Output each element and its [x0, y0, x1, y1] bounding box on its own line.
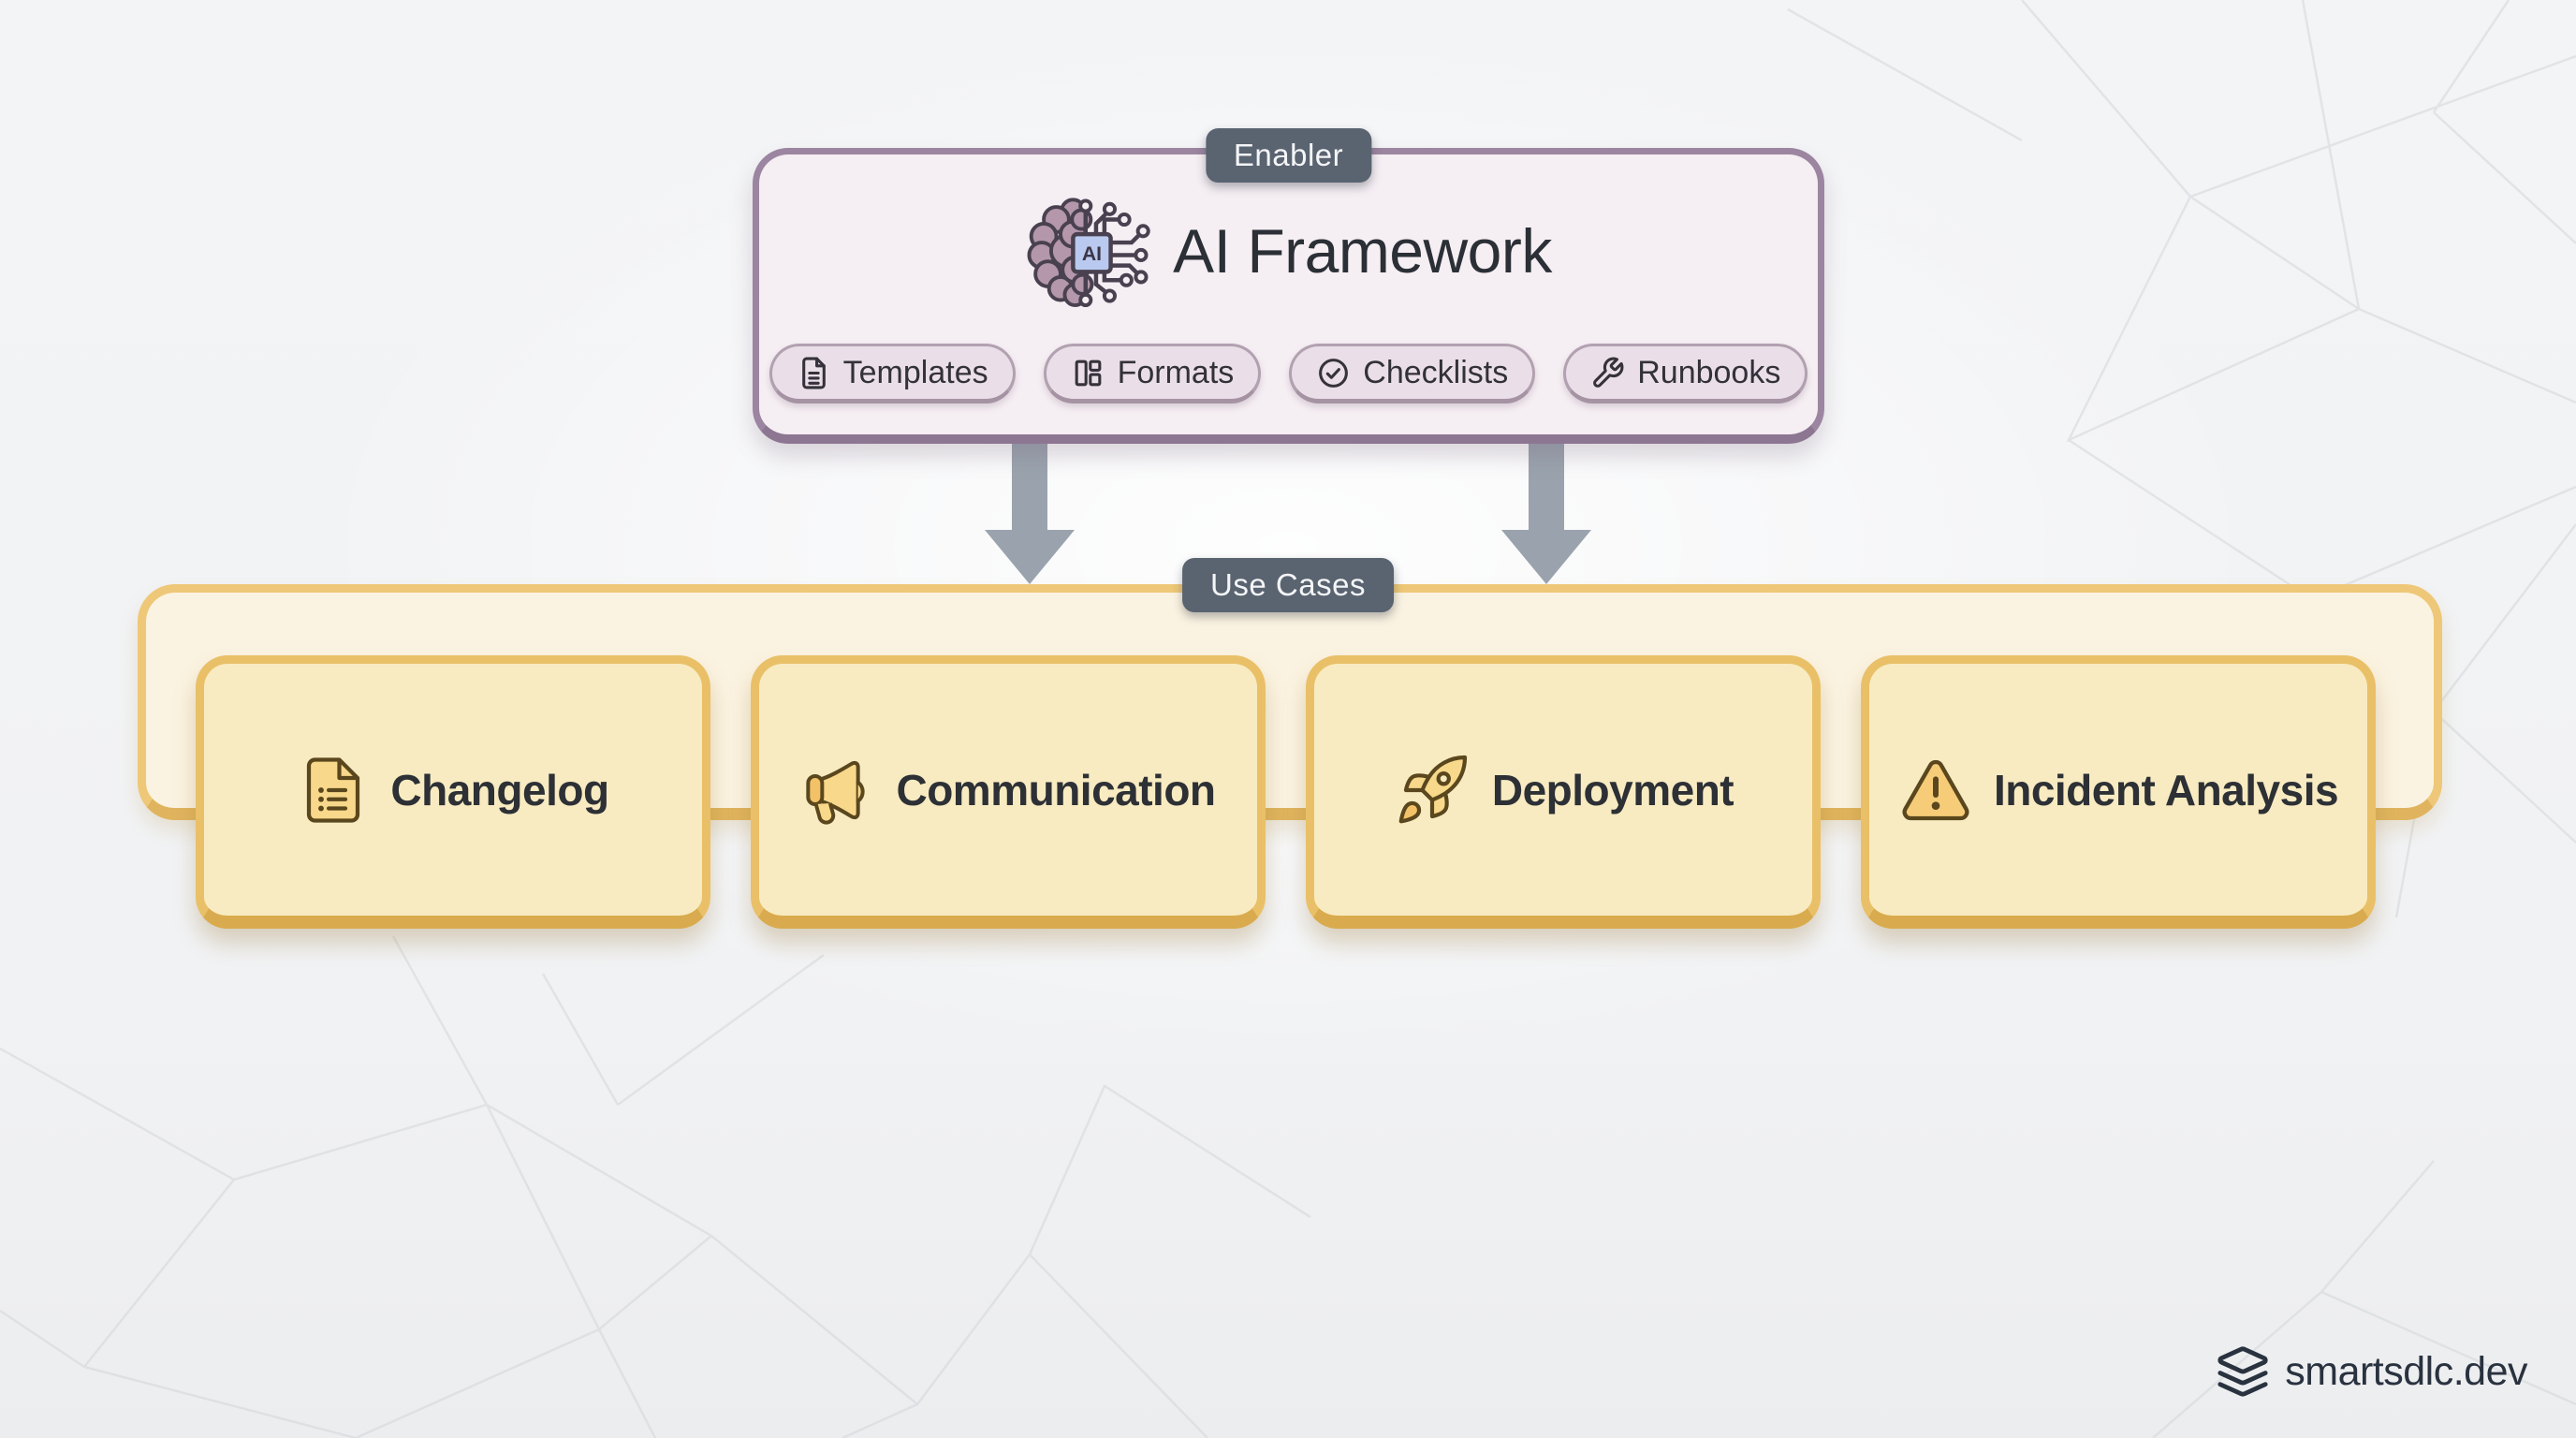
use-cases-badge: Use Cases — [1182, 558, 1394, 612]
file-text-icon — [801, 357, 826, 389]
brand-footer: smartsdlc.dev — [2216, 1344, 2527, 1399]
down-arrow-right — [1501, 442, 1591, 586]
tag-runbooks: Runbooks — [1563, 344, 1808, 404]
arrow-head — [985, 530, 1075, 584]
ai-brain-chip-icon: AI — [1027, 198, 1150, 308]
arrow-head — [1501, 530, 1591, 584]
card-deployment: Deployment — [1306, 655, 1821, 929]
layout-icon — [1075, 360, 1101, 386]
card-label: Communication — [896, 765, 1216, 814]
brand-name: smartsdlc.dev — [2285, 1348, 2527, 1394]
check-circle-icon — [1319, 358, 1349, 388]
layers-icon — [2217, 1346, 2268, 1397]
tag-label: Templates — [842, 354, 988, 390]
enabler-title: AI Framework — [1173, 216, 1552, 286]
arrow-shaft — [1012, 442, 1047, 530]
tag-templates: Templates — [768, 344, 1016, 404]
enabler-title-row: AI AI Framework — [1025, 188, 1552, 314]
file-list-icon — [307, 756, 360, 823]
card-incident-analysis: Incident Analysis — [1861, 655, 2376, 929]
card-communication: Communication — [751, 655, 1266, 929]
tag-label: Checklists — [1363, 354, 1509, 390]
rocket-icon — [1398, 755, 1467, 823]
tag-label: Formats — [1117, 354, 1235, 390]
down-arrow-left — [985, 442, 1075, 586]
card-label: Changelog — [390, 765, 609, 814]
tag-checklists: Checklists — [1289, 344, 1536, 404]
card-label: Incident Analysis — [1993, 765, 2339, 814]
card-changelog: Changelog — [196, 655, 710, 929]
enabler-card: AI AI Framework Templates Formats — [753, 128, 1824, 444]
arrow-shaft — [1529, 442, 1564, 530]
tag-formats: Formats — [1043, 344, 1262, 404]
ai-chip-label: AI — [1082, 243, 1102, 265]
wrench-icon — [1593, 357, 1624, 388]
megaphone-icon — [806, 760, 866, 825]
card-label: Deployment — [1491, 765, 1734, 814]
tag-label: Runbooks — [1637, 354, 1781, 390]
alert-triangle-icon — [1902, 759, 1969, 820]
enabler-tags: Templates Formats Checklists — [768, 344, 1808, 404]
enabler-badge: Enabler — [1205, 128, 1372, 183]
